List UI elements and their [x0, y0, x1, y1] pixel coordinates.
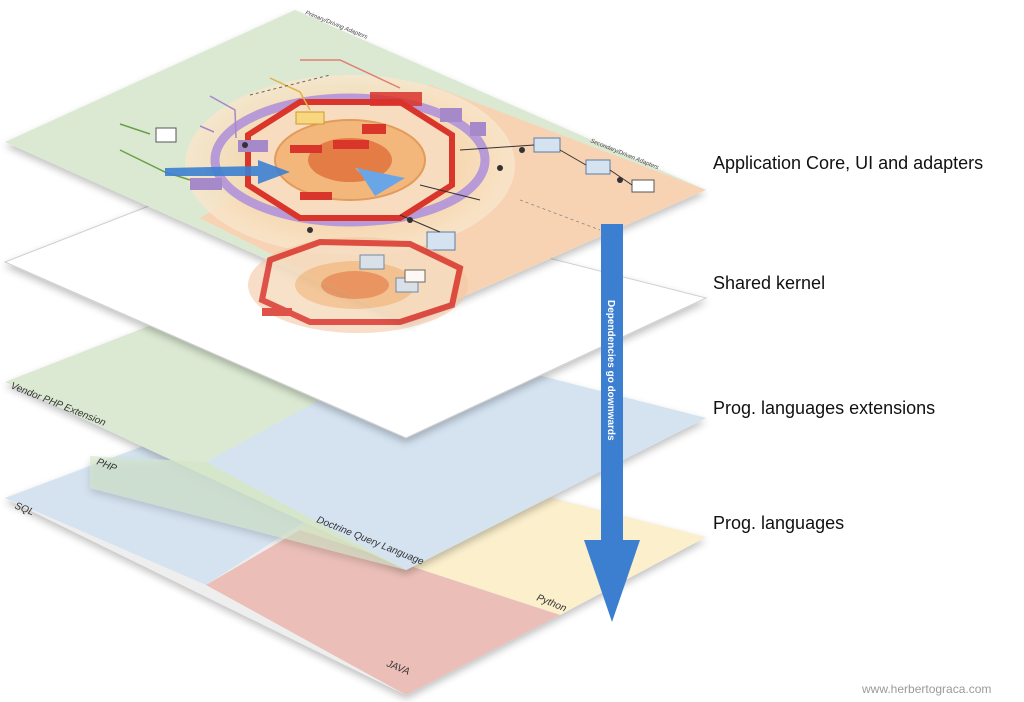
shared-kernel-core [248, 237, 468, 333]
segment-java [206, 530, 560, 695]
layer-label-application-core: Application Core, UI and adapters [713, 153, 984, 173]
watermark: www.herbertograca.com [862, 682, 992, 696]
layer-label-prog-languages: Prog. languages [713, 513, 845, 533]
segment-php [90, 456, 406, 570]
layer-label-prog-languages-extensions: Prog. languages extensions [713, 398, 936, 418]
dependencies-arrow [584, 224, 640, 622]
dependencies-arrow-label: Dependencies go downwards [605, 300, 616, 441]
layer-label-shared-kernel: Shared kernel [713, 273, 826, 293]
